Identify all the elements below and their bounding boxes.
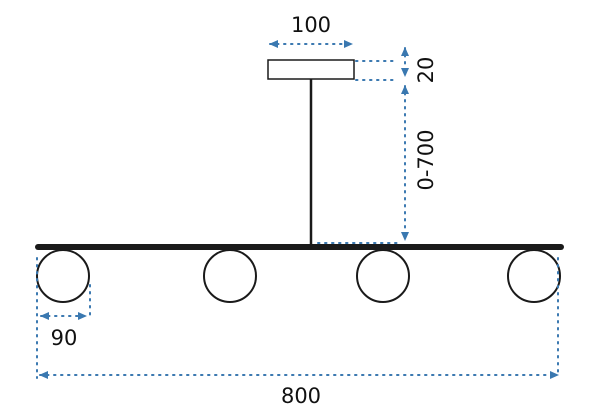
dimension-lines — [36, 40, 559, 379]
shade-diameter-label: 90 — [51, 326, 78, 350]
lamp-shade-3 — [356, 249, 410, 303]
canopy-height-label: 20 — [414, 57, 438, 84]
rod-length-label: 0-700 — [414, 129, 438, 190]
canopy-width-label: 100 — [291, 13, 331, 37]
lamp-drawing — [35, 59, 564, 303]
lamp-shade-2 — [203, 249, 257, 303]
lamp-shade-1 — [36, 249, 90, 303]
total-width-label: 800 — [281, 384, 321, 408]
ceiling-canopy — [267, 59, 355, 80]
lamp-shade-4 — [507, 249, 561, 303]
